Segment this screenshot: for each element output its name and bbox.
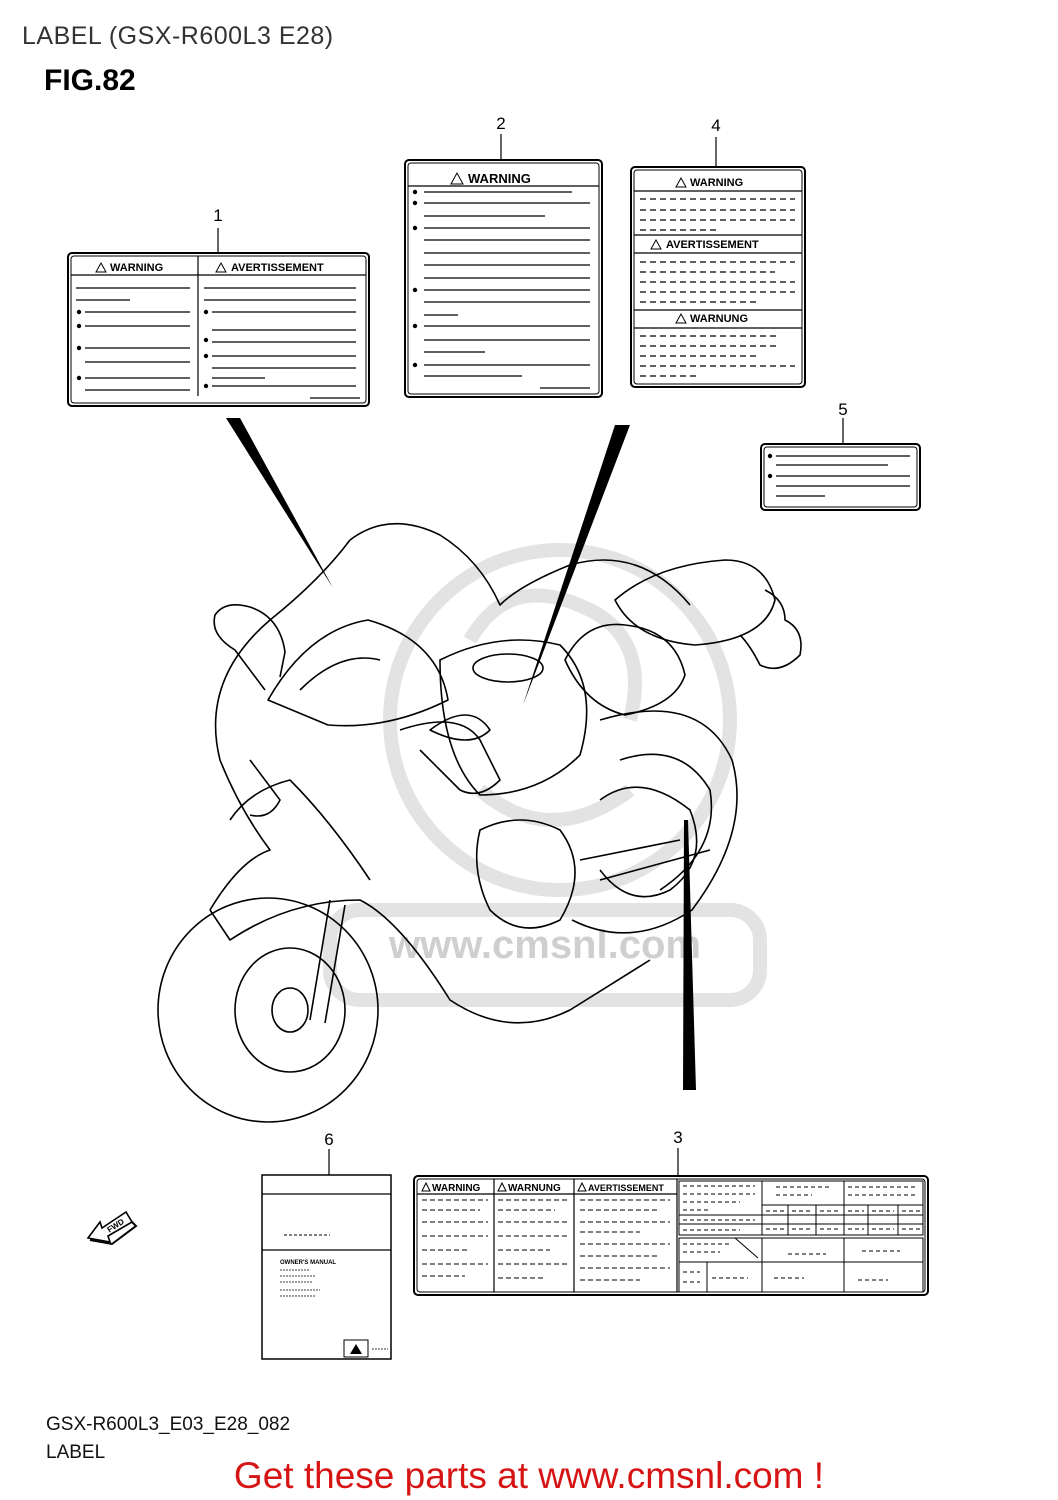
fwd-arrow-icon: FWD [86,1210,138,1246]
page-title: LABEL (GSX-R600L3 E28) [22,22,334,50]
callout-4: 4 [711,116,721,135]
label3-warning-heading: WARNING [432,1183,481,1194]
label3-warnung-heading: WARNUNG [508,1183,561,1194]
callout-2: 2 [496,114,506,133]
label-5 [760,418,921,511]
leader-label2 [523,425,630,705]
diagram-code: GSX-R600L3_E03_E28_082 [46,1414,291,1435]
callout-6: 6 [324,1130,334,1149]
label4-warnung-heading: WARNUNG [690,313,748,325]
label4-avertissement-heading: AVERTISSEMENT [666,239,759,251]
label1-avertissement-heading: AVERTISSEMENT [231,262,324,274]
promo-link[interactable]: Get these parts at www.cmsnl.com ! [233,1455,825,1496]
watermark-text: www.cmsnl.com [388,923,701,967]
label-3: WARNING WARNUNG AVERTISSEMENT [413,1148,929,1296]
callout-1: 1 [213,206,223,225]
label-4: WARNING AVERTISSEMENT WARNUNG [630,137,806,388]
label-2: WARNING [404,134,603,398]
label-1: WARNING AVERTISSEMENT [67,228,370,407]
leader-label1 [226,418,333,588]
owners-manual: OWNER'S MANUAL [261,1149,392,1360]
manual-title: OWNER'S MANUAL [280,1260,336,1266]
callout-3: 3 [673,1128,683,1147]
part-name: LABEL [46,1442,106,1463]
leader-label3 [683,820,696,1090]
label1-warning-heading: WARNING [110,262,163,274]
motorcycle-outline [157,522,802,1123]
label3-avertissement-heading: AVERTISSEMENT [588,1183,664,1193]
watermark [323,543,767,1007]
label4-warning-heading: WARNING [690,177,743,189]
figure-number: FIG.82 [44,64,136,97]
callout-5: 5 [838,400,848,419]
label2-warning-heading: WARNING [468,171,531,186]
